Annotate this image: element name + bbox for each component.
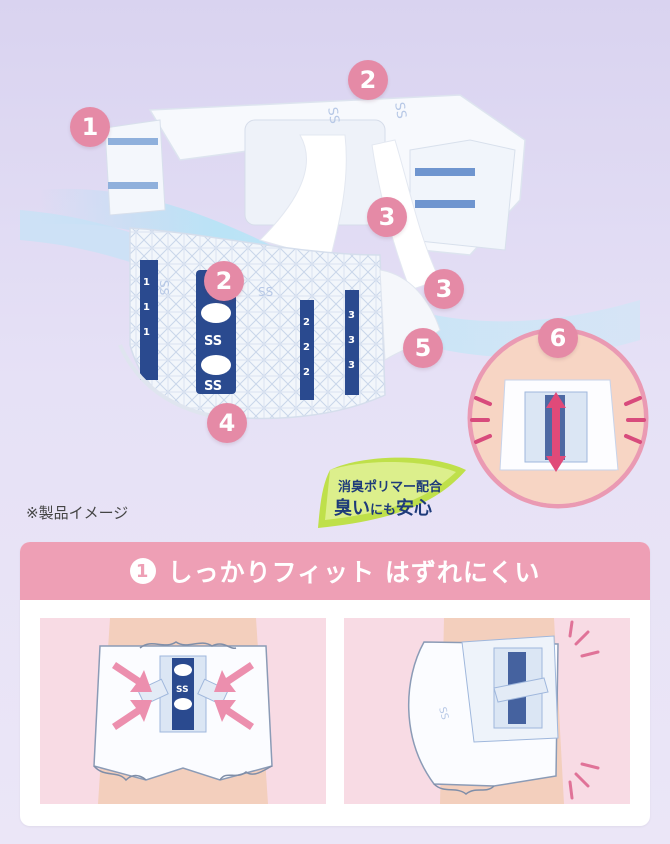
svg-text:SS: SS: [258, 285, 273, 299]
diaper-illustration: SS SS SS SS SS SS 222 333 111: [20, 94, 649, 528]
svg-text:SS: SS: [324, 106, 342, 125]
callout-badge-4: 4: [207, 403, 247, 443]
feature-number-badge: 1: [129, 558, 156, 584]
svg-text:2: 2: [303, 317, 310, 328]
fit-side-view-panel: SS: [344, 618, 630, 804]
svg-text:SS: SS: [436, 706, 450, 721]
svg-text:2: 2: [303, 367, 310, 378]
svg-text:SS: SS: [204, 379, 222, 394]
callout-badge-2-front: 2: [204, 261, 244, 301]
svg-text:SS: SS: [391, 101, 409, 120]
svg-text:SS: SS: [157, 280, 171, 295]
svg-text:1: 1: [143, 277, 150, 288]
callout-badge-2-top: 2: [348, 60, 388, 100]
fit-side-view-illustration: SS: [344, 618, 630, 804]
callout-badge-1: 1: [70, 107, 110, 147]
fit-front-view-panel: SS: [40, 618, 326, 804]
svg-text:2: 2: [303, 342, 310, 353]
deodorant-badge-line1: 消臭ポリマー配合: [338, 480, 443, 495]
deodorant-badge: 消臭ポリマー配合 臭いにも安心: [316, 460, 464, 530]
feature-card: 1 しっかりフィット はずれにくい SS: [20, 542, 650, 826]
svg-text:3: 3: [348, 335, 355, 346]
svg-text:1: 1: [143, 302, 150, 313]
callout-badge-3-lower: 3: [424, 269, 464, 309]
svg-text:3: 3: [348, 310, 355, 321]
svg-text:SS: SS: [204, 334, 222, 349]
svg-text:1: 1: [143, 327, 150, 338]
svg-text:SS: SS: [176, 685, 189, 695]
callout-badge-3-upper: 3: [367, 197, 407, 237]
feature-header: 1 しっかりフィット はずれにくい: [20, 542, 650, 600]
image-note: ※製品イメージ: [26, 504, 129, 522]
callout-badge-5: 5: [403, 328, 443, 368]
deodorant-badge-line2: 臭いにも安心: [334, 498, 433, 519]
callout-badge-6: 6: [538, 318, 578, 358]
svg-text:3: 3: [348, 360, 355, 371]
feature-title: しっかりフィット はずれにくい: [167, 558, 541, 587]
fit-front-view-illustration: SS: [40, 618, 326, 804]
